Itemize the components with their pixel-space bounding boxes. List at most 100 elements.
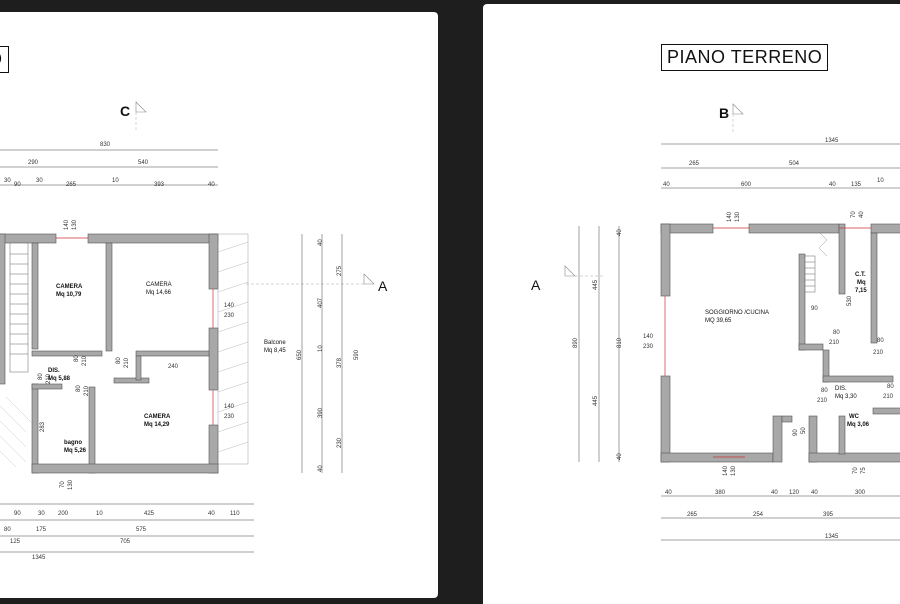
- dim-top-total-right: 1345: [825, 138, 839, 144]
- section-marker-c: C: [120, 103, 130, 119]
- terrace-hatch-left: [0, 396, 32, 468]
- room-camera-2-area: Mq 14,66: [146, 290, 172, 296]
- door-label-80b: 80: [116, 357, 122, 364]
- dim-bottom-40: 40: [208, 511, 215, 517]
- room-camera-2-name: CAMERA: [146, 282, 172, 288]
- dim-top-393: 393: [154, 182, 165, 188]
- staircase-left: [9, 241, 29, 373]
- dim-right-275: 275: [337, 265, 343, 276]
- dim-label-50-right: 50: [801, 427, 807, 434]
- room-ct-area-1: Mq: [857, 280, 866, 286]
- section-marker-a-left: A: [378, 278, 388, 294]
- dim-bottom-300-right: 300: [855, 490, 866, 496]
- dim-top-30a: 30: [4, 178, 11, 184]
- room-balcone-name: Balcone: [264, 340, 286, 346]
- dim-bottom-40c-right: 40: [811, 490, 818, 496]
- room-camera-3-area: Mq 14,29: [144, 422, 170, 428]
- dim-bottom-40b-right: 40: [771, 490, 778, 496]
- opening-label-win-140-right: 140: [643, 334, 654, 340]
- dim-bottom-254-right: 254: [753, 512, 764, 518]
- room-wc-name: WC: [849, 414, 860, 420]
- opening-label-70: 70: [60, 481, 66, 488]
- room-dis-name: DIS.: [48, 368, 60, 374]
- dim-left-445a: 445: [593, 279, 599, 290]
- dim-top-540: 540: [138, 160, 149, 166]
- dim-top-265-right: 265: [689, 161, 700, 167]
- dim-top-90: 90: [14, 182, 21, 188]
- room-bagno-area: Mq 5,26: [64, 448, 87, 454]
- dim-bottom-575: 575: [136, 527, 147, 533]
- room-ct-name: C.T.: [855, 272, 866, 278]
- room-soggiorno-name: SOGGIORNO /CUCINA: [705, 310, 769, 316]
- dim-bottom-175: 175: [36, 527, 47, 533]
- dim-right-407: 407: [318, 297, 324, 308]
- right-dimension-lines: [301, 234, 343, 473]
- walls-left: [0, 233, 219, 474]
- opening-label-70-right: 70: [851, 211, 857, 218]
- plan-title-piano-terreno: PIANO TERRENO: [661, 44, 829, 71]
- dim-bottom-total: 1345: [32, 555, 46, 561]
- balcony-hatch: [217, 233, 249, 465]
- opening-label-140-right: 140: [727, 211, 733, 222]
- dim-top-40a-right: 40: [663, 182, 670, 188]
- dim-top-265: 265: [66, 182, 77, 188]
- dim-bottom-30: 30: [38, 511, 45, 517]
- opening-label-140: 140: [64, 219, 70, 230]
- dim-bottom-10: 10: [96, 511, 103, 517]
- dim-left-810: 810: [617, 337, 623, 348]
- door-label-80c: 80: [38, 373, 44, 380]
- opening-label-win-230: 230: [224, 313, 235, 319]
- dim-top-10: 10: [112, 178, 119, 184]
- dim-right-10: 10: [318, 345, 324, 352]
- opening-label-75-bottom-right: 75: [861, 467, 867, 474]
- room-soggiorno-area: MQ 39,65: [705, 318, 732, 324]
- opening-label-130-right: 130: [735, 211, 741, 222]
- dim-bottom-265-right: 265: [687, 512, 698, 518]
- dim-top-10-right: 10: [877, 178, 884, 184]
- floor-plan-sheet-right: PIANO TERRENO B A 1345 265 504 3 40 600 …: [483, 4, 900, 604]
- door-label-80a-right: 80: [833, 330, 840, 336]
- room-dis-area-right: Mq 3,30: [835, 394, 857, 400]
- floor-plan-sheet-left: O C A 830 290 540 30 90 30 265 10 393 40: [0, 12, 438, 598]
- opening-label-win2-230: 230: [224, 414, 235, 420]
- dim-top-30b: 30: [36, 178, 43, 184]
- dim-top-total: 830: [100, 142, 111, 148]
- dim-left-40b: 40: [617, 453, 623, 460]
- dim-label-90b-right: 90: [793, 429, 799, 436]
- door-label-210b: 210: [124, 357, 130, 368]
- section-marker-a-right: A: [531, 277, 541, 293]
- dim-bottom-40a-right: 40: [665, 490, 672, 496]
- dim-left-890: 890: [573, 337, 579, 348]
- opening-marks-left: [56, 237, 214, 425]
- door-label-210d-right: 210: [883, 394, 894, 400]
- opening-marks-right: [664, 227, 871, 458]
- room-dis-name-right: DIS.: [835, 386, 847, 392]
- dim-bottom-80: 80: [4, 527, 11, 533]
- dim-top-135-right: 135: [851, 182, 862, 188]
- door-label-210d: 210: [84, 385, 90, 396]
- walls-right: [660, 223, 900, 463]
- bottom-dimension-lines-right: [661, 495, 900, 541]
- dim-left-445b: 445: [593, 395, 599, 406]
- dim-right-40a: 40: [318, 239, 324, 246]
- dim-right-230: 230: [337, 437, 343, 448]
- dim-top-600-right: 600: [741, 182, 752, 188]
- dim-label-530-right: 530: [847, 295, 853, 306]
- opening-label-70-bottom-right: 70: [853, 467, 859, 474]
- opening-label-win2-140: 140: [224, 404, 235, 410]
- door-label-80d-right: 80: [887, 384, 894, 390]
- floor-plan-right-drawing: B A 1345 265 504 3 40 600 40 135 10 40 4…: [531, 103, 900, 541]
- door-label-80c-right: 80: [821, 388, 828, 394]
- door-label-210a: 210: [82, 355, 88, 366]
- left-dimension-lines-right: [578, 226, 620, 462]
- door-label-210c-right: 210: [817, 398, 828, 404]
- dim-right-650: 650: [297, 349, 303, 360]
- opening-label-win-230-right: 230: [643, 344, 654, 350]
- section-marker-b: B: [719, 105, 729, 121]
- dim-right-390: 390: [318, 407, 324, 418]
- dim-top-40b-right: 40: [829, 182, 836, 188]
- top-dimension-lines-right: [661, 143, 900, 189]
- room-camera-1-name: CAMERA: [56, 284, 83, 290]
- opening-label-140-bottom-right: 140: [723, 465, 729, 476]
- door-label-210b-right: 210: [873, 350, 884, 356]
